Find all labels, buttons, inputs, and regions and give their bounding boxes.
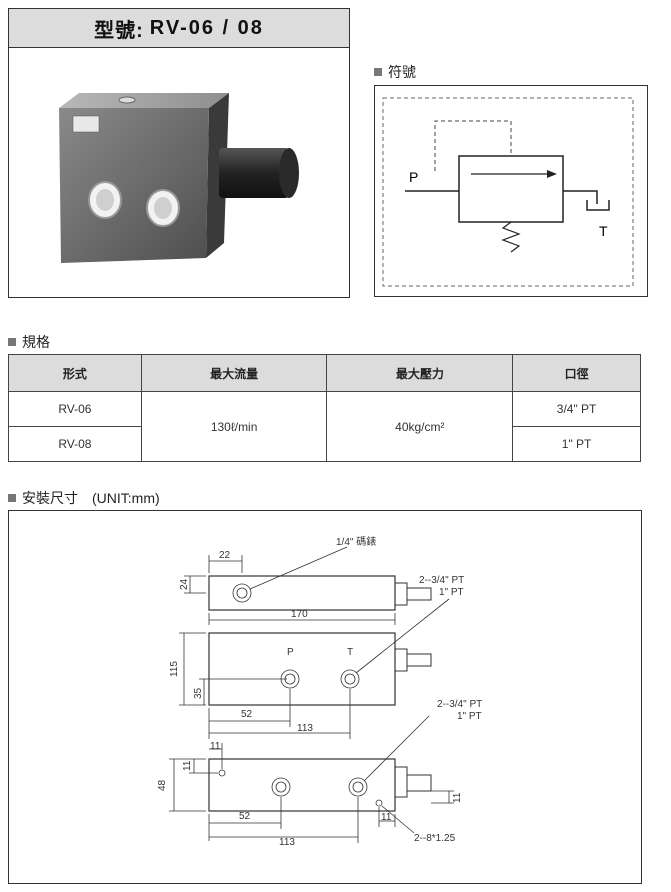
spec-table: 形式 最大流量 最大壓力 口徑 RV-06 130ℓ/min 40kg/cm² … <box>8 354 641 462</box>
hydraulic-symbol-panel: P T <box>374 85 648 297</box>
dimension-drawing-panel: 22 24 170 1/4" 碼錶 2--3/4" PT 1" PT P T 1… <box>8 510 642 884</box>
col-header: 形式 <box>8 354 142 392</box>
hydraulic-symbol-diagram: P T <box>382 97 634 287</box>
dimensions-heading: 安裝尺寸 (UNIT:mm) <box>8 488 160 508</box>
gauge-label: 1/4" 碼錶 <box>336 536 376 548</box>
model-panel: 型號: RV-06 / 08 <box>8 8 350 298</box>
model-value: RV-06 / 08 <box>149 16 264 39</box>
dim-11b: 11 <box>182 760 193 771</box>
port-t-label: T <box>599 223 608 239</box>
bullet-square-icon <box>374 68 382 76</box>
symbol-outline <box>382 97 634 287</box>
dim-48: 48 <box>157 779 168 791</box>
thread-label: 2--8*1.25 <box>414 833 456 844</box>
dim-p-label: P <box>287 647 294 658</box>
max-flow-cell: 130ℓ/min <box>140 391 328 462</box>
valve-photo <box>59 93 299 263</box>
dimension-drawing: 22 24 170 1/4" 碼錶 2--3/4" PT 1" PT P T 1… <box>157 536 482 848</box>
col-header: 最大流量 <box>140 354 328 392</box>
symbol-heading: 符號 <box>374 62 416 82</box>
max-pressure-cell: 40kg/cm² <box>326 391 514 462</box>
size-cell: 1" PT <box>512 426 641 462</box>
dim-11a: 11 <box>210 741 221 752</box>
model-label: 型號: <box>94 19 144 42</box>
bullet-square-icon <box>8 494 16 502</box>
model-title: 型號: RV-06 / 08 <box>9 9 349 48</box>
dim-113a: 113 <box>297 723 313 734</box>
arrow-head-icon <box>547 170 557 178</box>
valve-body <box>458 155 564 223</box>
port-label-1a: 2--3/4" PT <box>419 575 464 586</box>
dim-22: 22 <box>219 550 231 561</box>
dim-t-label: T <box>347 647 353 658</box>
dim-52b: 52 <box>239 811 251 822</box>
dim-24: 24 <box>179 578 190 590</box>
size-cell: 3/4" PT <box>512 391 641 427</box>
port-label-2b: 1" PT <box>457 711 482 722</box>
t-line <box>563 190 598 204</box>
table-row: RV-08 1" PT <box>8 426 641 462</box>
port-p-label: P <box>409 169 418 185</box>
pilot-line <box>434 120 512 171</box>
col-header: 最大壓力 <box>326 354 514 392</box>
dim-35: 35 <box>193 687 204 699</box>
spec-header-row: 形式 最大流量 最大壓力 口徑 <box>8 354 641 392</box>
tank-icon <box>586 200 610 211</box>
model-cell: RV-08 <box>8 426 142 462</box>
bullet-square-icon <box>8 338 16 346</box>
symbol-heading-text: 符號 <box>388 64 416 80</box>
table-row: RV-06 130ℓ/min 40kg/cm² 3/4" PT <box>8 391 641 462</box>
spec-heading: 規格 <box>8 332 50 352</box>
dim-11d: 11 <box>381 812 392 823</box>
dim-115: 115 <box>169 661 180 677</box>
dim-52a: 52 <box>241 709 253 720</box>
model-cell: RV-06 <box>8 391 142 427</box>
dim-11c: 11 <box>452 792 463 803</box>
port-label-2a: 2--3/4" PT <box>437 699 482 710</box>
port-label-1b: 1" PT <box>439 587 464 598</box>
spring-icon <box>501 221 521 253</box>
dimensions-heading-text: 安裝尺寸 (UNIT:mm) <box>22 490 160 506</box>
dim-170: 170 <box>291 609 308 620</box>
spec-heading-text: 規格 <box>22 334 50 350</box>
col-header: 口徑 <box>512 354 641 392</box>
dim-113b: 113 <box>279 837 295 848</box>
